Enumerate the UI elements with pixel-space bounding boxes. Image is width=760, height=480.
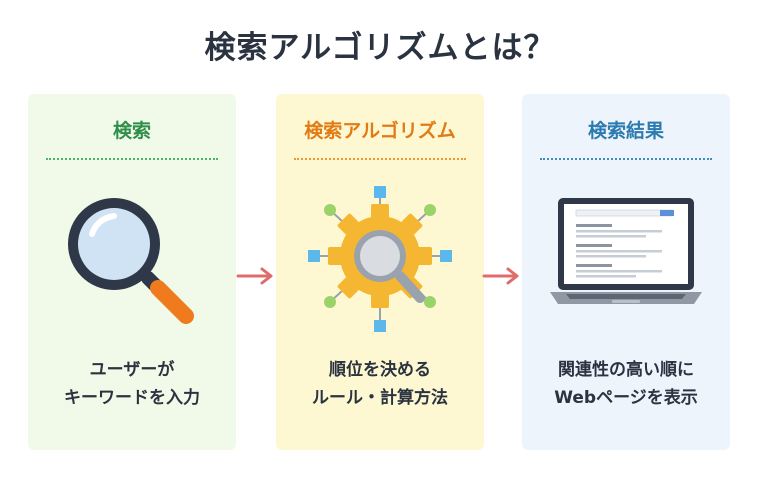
step-heading: 検索アルゴリズム [304,120,456,142]
description-line: Webページを表示 [554,388,698,408]
description-line: ユーザーが [89,360,175,380]
magnifying-glass-icon [68,198,194,324]
arrow-right-icon [236,267,273,285]
step-description: 関連性の高い順に Webページを表示 [522,356,730,412]
heading-divider [46,158,218,160]
step-panel-results: 検索結果 関連性の高い順に Webページを表示 [522,94,730,450]
description-line: ルール・計算方法 [312,388,448,408]
heading-divider [294,158,466,160]
step-heading: 検索 [112,120,151,142]
step-panel-algorithm: 検索アルゴリズム [276,94,484,450]
heading-divider [540,158,712,160]
description-line: キーワードを入力 [64,388,200,408]
step-panel-search: 検索 ユーザーが キーワードを入力 [28,94,236,450]
arrow-right-icon [482,267,519,285]
page-title: 検索アルゴリズムとは？ [204,30,556,66]
step-description: ユーザーが キーワードを入力 [28,356,236,412]
description-line: 関連性の高い順に [558,360,694,380]
step-description: 順位を決める ルール・計算方法 [276,356,484,412]
laptop-results-icon [550,198,702,304]
gear-magnifier-icon [308,186,452,332]
step-heading: 検索結果 [587,120,664,142]
description-line: 順位を決める [329,360,431,380]
